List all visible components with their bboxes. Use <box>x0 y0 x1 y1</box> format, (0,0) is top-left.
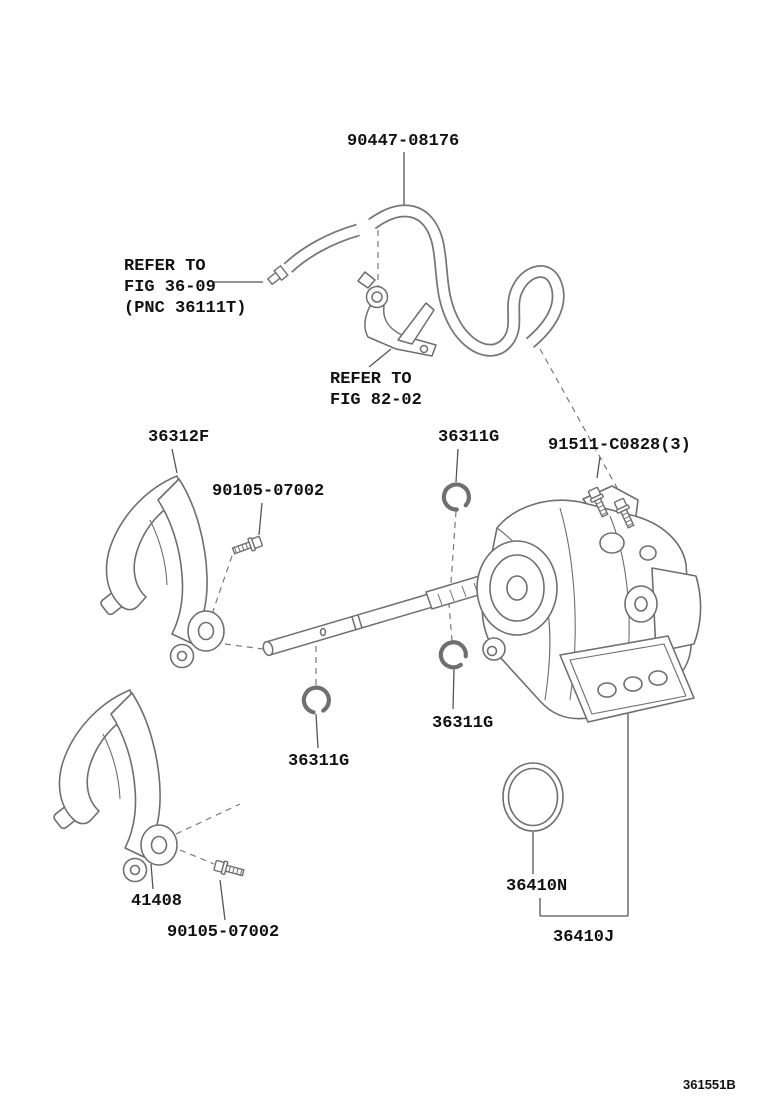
o-ring-art <box>502 762 564 832</box>
snap-ring-upper-art <box>440 481 472 513</box>
leader-snap-upper <box>455 448 459 483</box>
upper-fork-bolt-art <box>230 534 264 558</box>
leader-bolt-upper <box>258 502 263 536</box>
label-bolt-kit: 91511-C0828(3) <box>548 436 691 455</box>
dash-clip-right-to-shaft <box>448 603 453 642</box>
hose-art <box>283 204 565 357</box>
bracket-36410j <box>539 714 629 917</box>
label-o-ring: 36410N <box>506 877 568 896</box>
label-snap-ring-left: 36311G <box>288 752 350 771</box>
label-bolt-upper: 90105-07002 <box>212 482 325 501</box>
shift-shaft-art <box>262 567 515 657</box>
leader-snap-right <box>452 668 455 710</box>
label-refer-fig-82-02: REFER TO FIG 82-02 <box>330 370 422 410</box>
lower-fork-bolt-art <box>212 858 246 880</box>
diagram-code: 361551B <box>683 1077 736 1092</box>
dash-boss-to-shaft <box>224 643 264 650</box>
leader-refer-82-02 <box>368 348 392 368</box>
dash-bolt-upper-to-boss <box>211 555 233 615</box>
label-actuator-assembly: 36410J <box>553 928 615 947</box>
lower-shift-fork-art <box>51 689 178 883</box>
upper-shift-fork-art <box>98 475 225 669</box>
label-lower-fork: 41408 <box>131 892 183 911</box>
leader-bolt-lower <box>219 879 226 921</box>
snap-ring-left-art <box>299 683 334 718</box>
label-bolt-lower: 90105-07002 <box>167 923 280 942</box>
dash-lowerboss-up <box>175 803 241 835</box>
leader-bolt-kit <box>596 456 601 479</box>
label-snap-ring-upper: 36311G <box>438 428 500 447</box>
leader-lower-fork <box>150 863 154 890</box>
label-snap-ring-right: 36311G <box>432 714 494 733</box>
leader-upper-fork <box>171 448 178 474</box>
dash-clip-upper-to-shaft <box>450 510 457 584</box>
label-hose: 90447-08176 <box>347 132 460 151</box>
label-upper-fork: 36312F <box>148 428 210 447</box>
dash-lowerboss-to-bolt <box>179 849 215 865</box>
clamp-bracket-art <box>357 271 437 357</box>
actuator-housing-art <box>476 485 702 723</box>
leader-snap-left <box>315 713 319 749</box>
hose-fitting-art <box>266 264 289 286</box>
label-refer-fig-36-09: REFER TO FIG 36-09 (PNC 36111T) <box>124 257 247 318</box>
leader-lines <box>150 152 629 921</box>
snap-ring-right-art <box>438 639 469 670</box>
